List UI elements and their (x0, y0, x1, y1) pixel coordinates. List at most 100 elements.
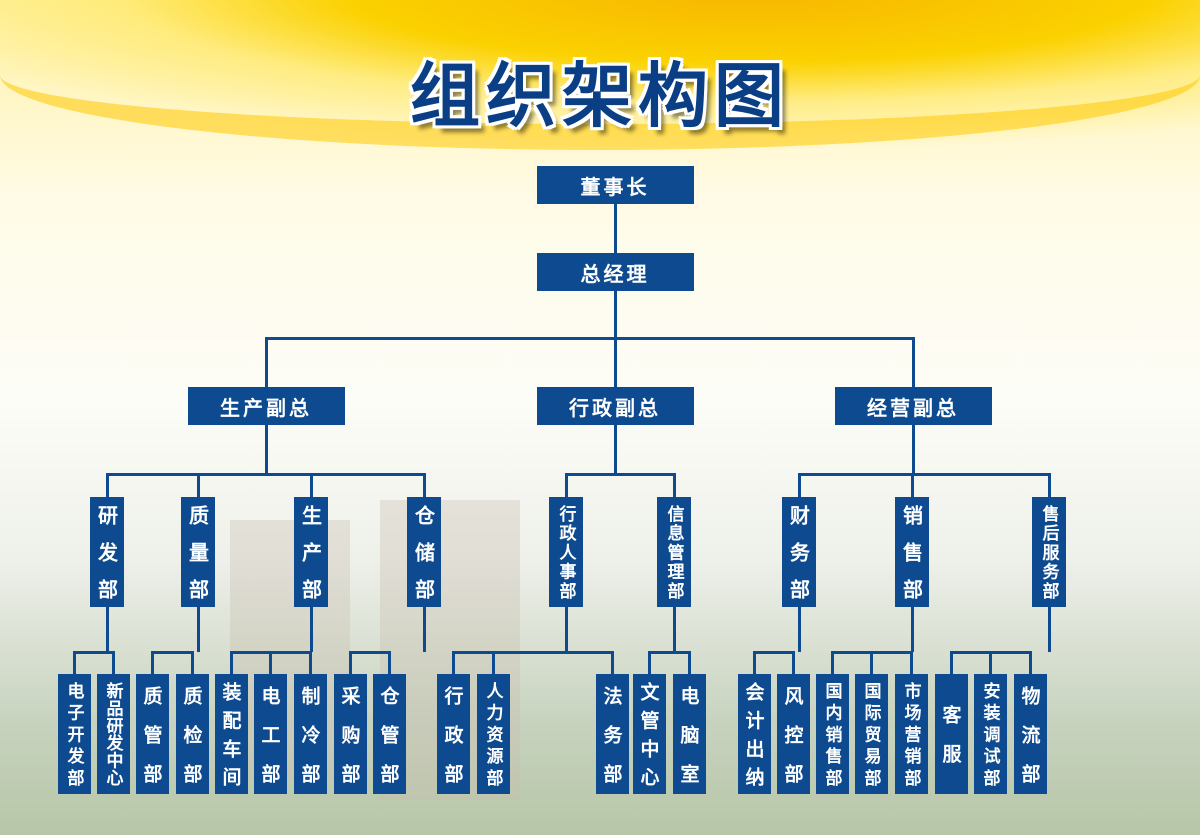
connector-line (151, 652, 154, 674)
page-title: 组织架构图 (410, 55, 790, 137)
chairman-box: 董事长 (536, 166, 694, 204)
connector-line (388, 652, 391, 674)
connector-line (611, 652, 614, 674)
unit-box: 客服 (934, 674, 968, 794)
connector-line (452, 651, 614, 654)
unit-box: 物流部 (1013, 674, 1047, 803)
department-box: 质量部 (181, 497, 215, 616)
unit-box-label: 文管中心 (637, 681, 660, 796)
unit-box-label: 客服 (939, 705, 962, 783)
unit-box-label: 法务部 (600, 685, 623, 803)
connector-line (798, 474, 801, 497)
connector-line (565, 474, 568, 497)
department-box: 仓储部 (407, 497, 441, 616)
department-box-label: 研发部 (94, 505, 119, 616)
unit-box-label: 风控部 (781, 685, 804, 803)
connector-line (912, 425, 915, 474)
unit-box-label: 国际贸易部 (860, 682, 881, 791)
connector-line (688, 652, 691, 674)
department-box-label: 销售部 (899, 505, 924, 616)
connector-line (911, 474, 914, 497)
unit-box-label: 电工部 (258, 685, 281, 803)
connector-line (673, 474, 676, 497)
chairman-box-label: 董事长 (580, 174, 650, 199)
connector-line (614, 338, 617, 387)
unit-box: 国际贸易部 (854, 674, 888, 794)
connector-line (197, 607, 200, 652)
connector-line (309, 652, 312, 674)
unit-box: 电脑室 (672, 674, 706, 803)
unit-box-label: 人力资源部 (482, 682, 503, 791)
unit-box-label: 制冷部 (298, 685, 321, 803)
connector-line (792, 652, 795, 674)
connector-line (910, 652, 913, 674)
unit-box: 电工部 (253, 674, 287, 803)
unit-box: 文管中心 (632, 674, 666, 796)
department-box: 行政人事部 (549, 497, 583, 607)
unit-box: 会计出纳 (737, 674, 771, 796)
department-box: 销售部 (895, 497, 929, 616)
department-box: 研发部 (90, 497, 124, 616)
connector-line (831, 652, 834, 674)
unit-box-label: 质管部 (140, 685, 163, 803)
connector-line (798, 607, 801, 652)
connector-line (151, 651, 194, 654)
connector-line (912, 338, 915, 387)
unit-box: 装配车间 (214, 674, 248, 796)
connector-line (423, 607, 426, 652)
connector-line (870, 652, 873, 674)
unit-box: 风控部 (776, 674, 810, 803)
connector-line (614, 204, 617, 253)
connector-line (753, 651, 795, 654)
connector-line (265, 337, 915, 340)
unit-box: 电子开发部 (57, 674, 91, 794)
connector-line (349, 651, 391, 654)
unit-box-label: 国内销售部 (821, 682, 842, 791)
vice-president-box-label: 行政副总 (569, 395, 661, 420)
connector-line (911, 607, 914, 652)
connector-line (106, 607, 109, 652)
vice-president-box: 生产副总 (187, 387, 345, 425)
connector-line (614, 291, 617, 338)
connector-line (310, 474, 313, 497)
connector-line (673, 607, 676, 652)
unit-box-label: 质检部 (180, 685, 203, 803)
unit-box: 采购部 (333, 674, 367, 803)
connector-line (492, 652, 495, 674)
connector-line (1048, 474, 1051, 497)
department-box: 信息管理部 (657, 497, 691, 607)
department-box-label: 生产部 (298, 505, 323, 616)
connector-line (565, 473, 676, 476)
department-box: 生产部 (294, 497, 328, 616)
connector-line (197, 474, 200, 497)
connector-line (1029, 652, 1032, 674)
vice-president-box-label: 经营副总 (867, 395, 959, 420)
vice-president-box: 行政副总 (536, 387, 694, 425)
unit-box: 人力资源部 (476, 674, 510, 794)
department-box-label: 行政人事部 (555, 505, 576, 602)
connector-line (73, 652, 76, 674)
connector-line (753, 652, 756, 674)
connector-line (1048, 607, 1051, 652)
unit-box-label: 装配车间 (219, 681, 242, 796)
connector-line (191, 652, 194, 674)
connector-line (73, 651, 115, 654)
unit-box: 法务部 (595, 674, 629, 803)
unit-box-label: 市场营销部 (900, 682, 921, 791)
connector-line (423, 474, 426, 497)
connector-line (565, 607, 568, 652)
connector-line (648, 652, 651, 674)
unit-box: 质检部 (175, 674, 209, 803)
unit-box: 制冷部 (293, 674, 327, 803)
connector-line (230, 652, 233, 674)
vice-president-box-label: 生产副总 (220, 395, 312, 420)
department-box-label: 财务部 (786, 505, 811, 616)
unit-box-label: 会计出纳 (742, 681, 765, 796)
department-box: 售后服务部 (1032, 497, 1066, 607)
unit-box-label: 采购部 (338, 685, 361, 803)
department-box-label: 质量部 (185, 505, 210, 616)
connector-line (452, 652, 455, 674)
unit-box: 市场营销部 (894, 674, 928, 794)
connector-line (106, 474, 109, 497)
connector-line (310, 607, 313, 652)
